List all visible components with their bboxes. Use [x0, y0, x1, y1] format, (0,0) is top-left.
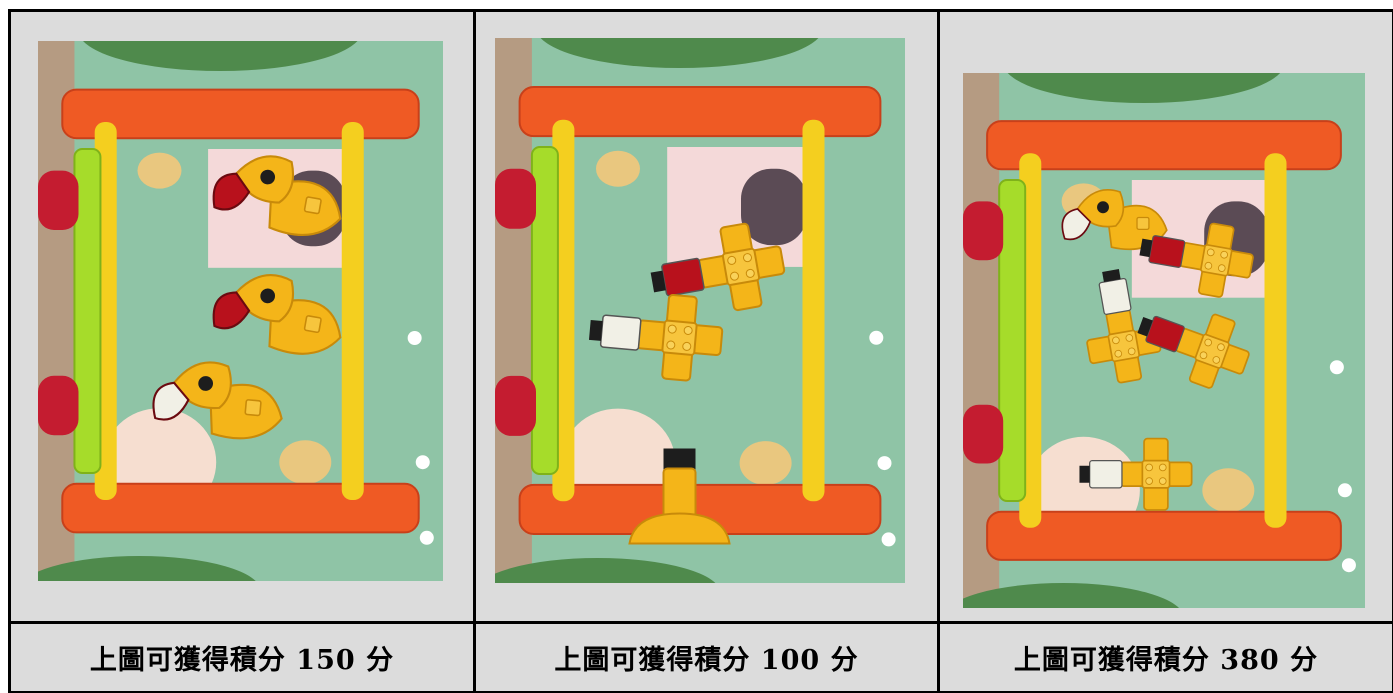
score-caption-1: 上圖可獲得積分 150 分	[8, 621, 476, 693]
brick-cross-icon	[650, 222, 786, 312]
brick-bird-icon	[212, 274, 342, 355]
brick-bird-icon	[212, 155, 342, 237]
score-caption-2: 上圖可獲得積分 100 分	[473, 621, 940, 693]
brick-rack-photo	[38, 41, 443, 581]
brick-cross-icon	[1139, 222, 1254, 298]
score-caption-3: 上圖可獲得積分 380 分	[937, 621, 1393, 693]
caption-row: 上圖可獲得積分 150 分 上圖可獲得積分 100 分 上圖可獲得積分 380 …	[8, 621, 1393, 693]
rack-photo-1	[38, 41, 443, 581]
brick-cross-icon	[1137, 313, 1250, 389]
brick-bird-outside-icon	[628, 448, 731, 545]
score-table: 上圖可獲得積分 150 分 上圖可獲得積分 100 分 上圖可獲得積分 380 …	[8, 9, 1393, 693]
brick-cross-icon	[1079, 437, 1193, 511]
brick-cross-icon	[588, 294, 724, 382]
brick-bird-icon	[1061, 188, 1168, 251]
photo-cell-2	[473, 9, 940, 624]
brick-cross-icon	[1086, 269, 1162, 384]
brick-rack-photo	[963, 73, 1365, 608]
brick-bird-icon	[152, 361, 283, 440]
rack-photo-3	[963, 73, 1365, 608]
rack-photo-2	[495, 38, 905, 583]
brick-rack-photo	[495, 38, 905, 583]
photo-row	[8, 9, 1393, 624]
photo-cell-3	[937, 9, 1393, 624]
photo-cell-1	[8, 9, 476, 624]
